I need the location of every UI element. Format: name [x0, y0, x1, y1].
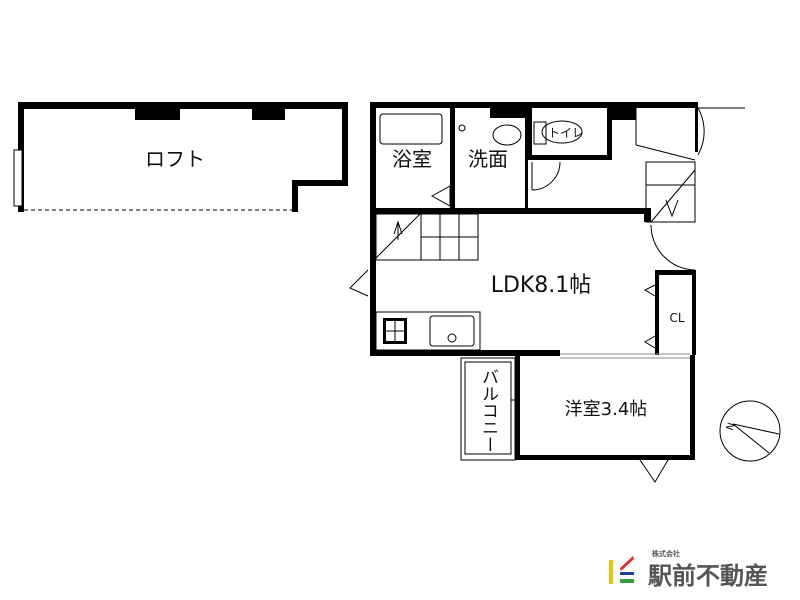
- toilet-label: トイレ: [548, 126, 584, 140]
- stairs: [375, 108, 696, 261]
- loft-area: ロフト: [13, 102, 348, 212]
- loft-window: [13, 149, 23, 207]
- ldk-label: LDK8.1帖: [491, 273, 592, 298]
- compass-label: N: [725, 421, 738, 432]
- closet-label: CL: [669, 311, 684, 325]
- logo-name: 駅前不動産: [648, 562, 768, 590]
- north-arrow-icon: N: [719, 400, 781, 462]
- kitchen: [375, 311, 481, 351]
- washroom-label: 洗面: [468, 147, 508, 171]
- loft-label: ロフト: [145, 147, 205, 171]
- bath-label: 浴室: [392, 147, 432, 171]
- balcony-label: バルコニー: [478, 368, 498, 453]
- company-logo: 株式会社 駅前不動産: [609, 549, 768, 590]
- western-room-label: 洋室3.4帖: [565, 399, 648, 420]
- main-unit: 浴室 洗面 トイレ LDK8.1帖 CL 洋室3.4帖 バルコニー: [349, 102, 745, 483]
- logo-company-type: 株式会社: [652, 549, 680, 558]
- balcony: [460, 357, 519, 461]
